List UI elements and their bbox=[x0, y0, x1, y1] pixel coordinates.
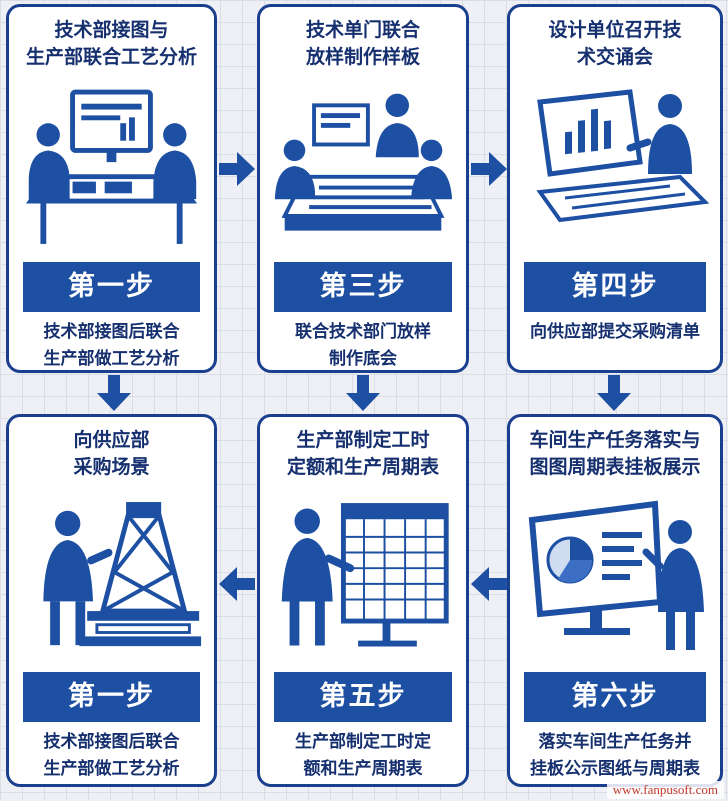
arrow-down-icon bbox=[346, 375, 380, 411]
watermark: www.fanpusoft.com bbox=[606, 781, 724, 799]
team-drafting-icon bbox=[270, 82, 456, 252]
card-description: 落实车间生产任务并 挂板公示图纸与周期表 bbox=[530, 732, 700, 779]
arrow-left-icon bbox=[471, 567, 507, 601]
step-card-5: 生产部制定工时 定额和生产周期表 第五步 生产部制定工时定 额和生产周期表 bbox=[257, 414, 469, 787]
card-title: 向供应部 采购场景 bbox=[73, 429, 150, 478]
card-title: 车间生产任务落实与 图图周期表挂板展示 bbox=[529, 429, 701, 478]
card-description: 技术部接图后联合 生产部做工艺分析 bbox=[43, 732, 180, 779]
arrow-left-icon bbox=[219, 567, 255, 601]
step-banner: 第一步 bbox=[23, 262, 200, 312]
step-card-4: 向供应部 采购场景 第一步 技术部接图后联合 生产部做工艺分析 bbox=[6, 414, 217, 787]
arrow-down-icon bbox=[97, 375, 131, 411]
arrow-down-icon bbox=[597, 375, 631, 411]
step-card-3: 设计单位召开技 术交诵会 第四步 向供应部提交采购清单 bbox=[507, 4, 723, 373]
card-title: 生产部制定工时 定额和生产周期表 bbox=[286, 429, 439, 478]
card-description: 技术部接图后联合 生产部做工艺分析 bbox=[43, 322, 180, 369]
step-banner: 第六步 bbox=[524, 672, 706, 722]
step-banner: 第一步 bbox=[23, 672, 200, 722]
card-description: 向供应部提交采购清单 bbox=[530, 322, 700, 342]
arrow-right-icon bbox=[219, 152, 255, 186]
card-title: 技术部接图与 生产部联合工艺分析 bbox=[25, 19, 197, 68]
step-banner: 第四步 bbox=[524, 262, 706, 312]
pie-chart-monitor-icon bbox=[520, 492, 710, 662]
card-description: 联合技术部门放样 制作底会 bbox=[295, 322, 431, 369]
monitor-presentation-icon bbox=[520, 82, 710, 252]
card-description: 生产部制定工时定 额和生产周期表 bbox=[295, 732, 431, 779]
schedule-board-icon bbox=[270, 492, 456, 662]
step-card-6: 车间生产任务落实与 图图周期表挂板展示 第六步 落实车间生产任务并 挂板公示图纸… bbox=[507, 414, 723, 787]
card-title: 技术单门联合 放样制作样板 bbox=[305, 19, 420, 68]
card-title: 设计单位召开技 术交诵会 bbox=[548, 19, 682, 68]
step-card-2: 技术单门联合 放样制作样板 第三步 联合技术部门放样 制作底会 bbox=[257, 4, 469, 373]
meeting-table-icon bbox=[19, 82, 204, 252]
tower-structure-icon bbox=[19, 492, 204, 662]
step-banner: 第五步 bbox=[274, 672, 452, 722]
step-banner: 第三步 bbox=[274, 262, 452, 312]
step-card-1: 技术部接图与 生产部联合工艺分析 第一步 技术部接图后联合 生产部做工艺分析 bbox=[6, 4, 217, 373]
arrow-right-icon bbox=[471, 152, 507, 186]
